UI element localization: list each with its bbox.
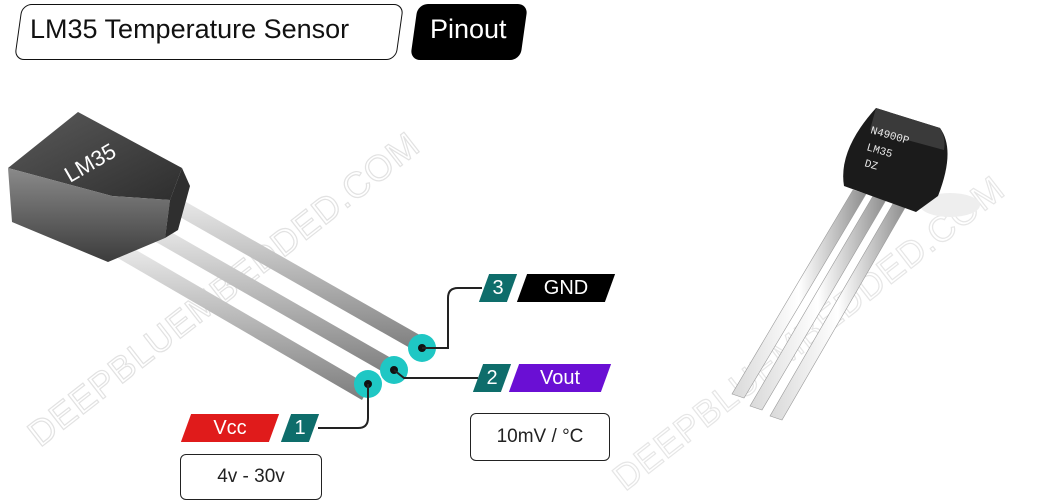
pin-1-name: Vcc: [213, 417, 247, 439]
leg-2: [128, 212, 398, 376]
package-body-top: [8, 112, 182, 200]
pin-2-value: 10mV / °C: [496, 426, 584, 447]
pin-2-name: Vout: [539, 367, 581, 389]
photo-leg-left: [731, 189, 867, 399]
package-body-front: [8, 168, 170, 262]
pin-3-number: 3: [492, 277, 504, 299]
pin-2-value-box: 10mV / °C: [470, 413, 610, 461]
package-body-right: [165, 168, 190, 238]
leg-3: [150, 186, 425, 352]
pin-1-value-box: 4v - 30v: [180, 454, 322, 500]
leader-line-1: [318, 384, 369, 429]
leader-line-2: [393, 369, 478, 379]
pin-1-value: 4v - 30v: [217, 466, 285, 487]
pin-1-number: 1: [294, 417, 306, 439]
lm35-photo: N4900P LM35 DZ: [731, 108, 980, 421]
photo-marking-line-3: DZ: [863, 158, 879, 173]
pin-3-name: GND: [543, 277, 589, 299]
lm35-package-illustration: LM35: [8, 112, 425, 400]
leg-1: [104, 236, 370, 400]
pinout-badge-label: Pinout: [430, 14, 507, 44]
pin-2-number: 2: [486, 367, 498, 389]
page-title: LM35 Temperature Sensor: [30, 14, 350, 44]
leader-line-3: [422, 287, 482, 349]
